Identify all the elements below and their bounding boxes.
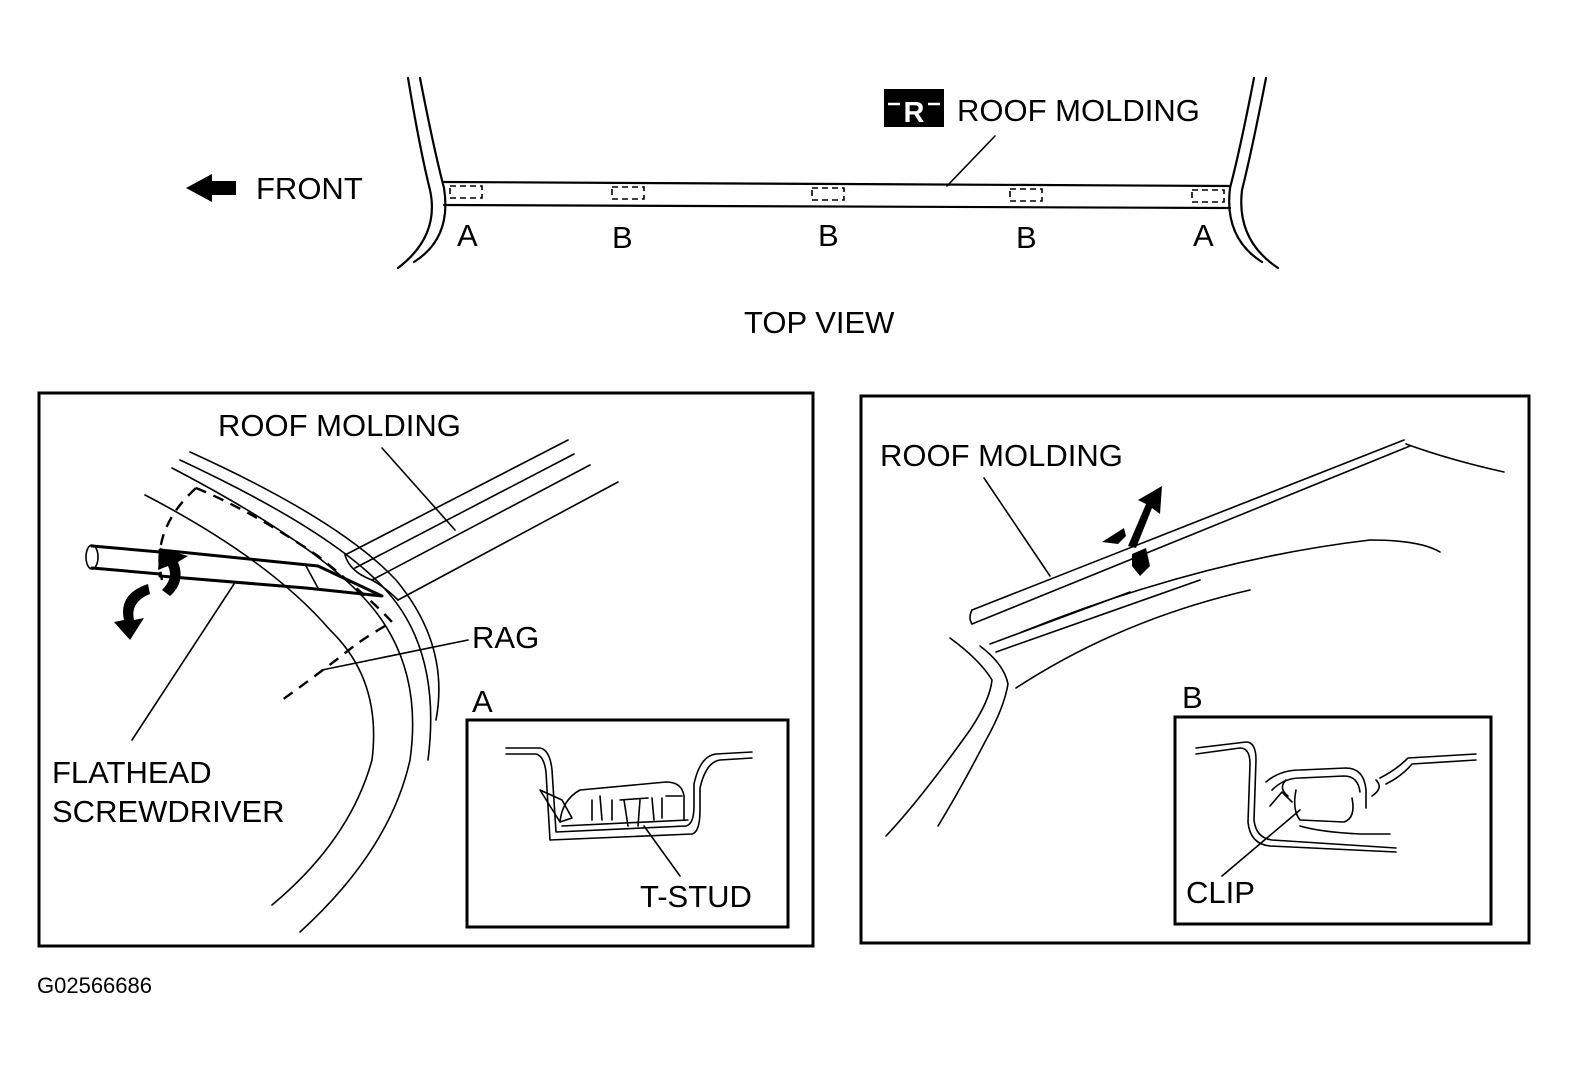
right-molding-label: ROOF MOLDING [880,438,1123,473]
clip-label: CLIP [1186,875,1255,910]
clip-label-2: B [612,220,633,255]
pillar-line-1 [144,494,375,906]
detail-a-frame [465,718,790,929]
molding-end-cap [344,554,399,601]
rag-outline [158,486,394,701]
clip-detail [1195,741,1477,853]
top-view: FRONT A B B B A R ROOF MOLDING TOP VIEW [186,76,1280,340]
front-label: FRONT [256,171,363,206]
roof-outline-upper [1405,443,1505,473]
roof-lower-sweep [1015,589,1251,689]
pillar-outer [885,637,993,837]
clip-a-rear [1191,189,1225,203]
t-stud-leader [643,825,681,877]
left-molding-leader [381,447,456,531]
figure-id: G02566686 [37,973,152,998]
molding-strip-upper [971,439,1405,611]
clip-leader [1221,809,1301,877]
molding-strip-lower [971,445,1411,625]
molding-bottom-edge [442,203,1232,210]
top-molding-leader [946,135,996,187]
top-view-label: TOP VIEW [744,305,895,340]
r-badge: R [884,89,944,129]
left-body-inner-line [412,76,447,264]
front-arrow-icon [186,174,236,202]
right-body-inner-line [1228,76,1264,264]
top-molding-label: ROOF MOLDING [957,93,1200,128]
clip-label-5: A [1193,218,1214,253]
rag-leader [321,639,469,671]
molding-strip-top [344,439,569,556]
right-body-outer-line [1240,76,1280,270]
right-molding-leader [983,477,1051,577]
right-panel-frame [859,394,1531,945]
left-molding-label: ROOF MOLDING [218,408,461,443]
tool-leader [131,583,235,741]
left-body-outer-line [396,76,434,270]
left-panel-frame [37,391,815,948]
clip-a-front [449,185,483,199]
t-stud-detail [505,747,753,841]
pillar-inner [937,645,1009,827]
clip-label-1: A [457,218,478,253]
clip-label-4: B [1016,220,1037,255]
rotate-arrow-icon [114,548,188,640]
clip-label-3: B [818,218,839,253]
lift-arrow-icon [1102,486,1162,576]
clip-b-2 [811,187,845,201]
clip-b-3 [1009,188,1043,202]
clip-b-1 [611,186,645,200]
molding-end [969,609,973,625]
molding-strip-bottom [371,464,591,581]
roof-side-line-2 [995,579,1201,653]
roof-side-line [989,591,1131,645]
pillar-line-4 [189,451,440,721]
right-panel: ROOF MOLDING B CLIP [859,394,1531,945]
molding-strip-mid [354,453,575,569]
tool-label-line2: SCREWDRIVER [52,794,285,829]
rag-label: RAG [472,620,539,655]
molding-top-edge [442,180,1232,188]
left-panel: ROOF MOLDING RAG FLATHEAD SCREWDRIVER A … [37,391,815,948]
roof-outline-curve [1021,539,1441,633]
detail-b-letter: B [1182,680,1203,715]
detail-a-letter: A [472,684,493,719]
pillar-line-2 [171,467,414,933]
roof-edge-line [397,481,619,601]
detail-b-frame [1173,715,1493,926]
t-stud-label: T-STUD [640,879,752,914]
screwdriver-icon [85,544,384,598]
r-badge-text: R [904,97,925,129]
tool-label-line1: FLATHEAD [52,755,212,790]
